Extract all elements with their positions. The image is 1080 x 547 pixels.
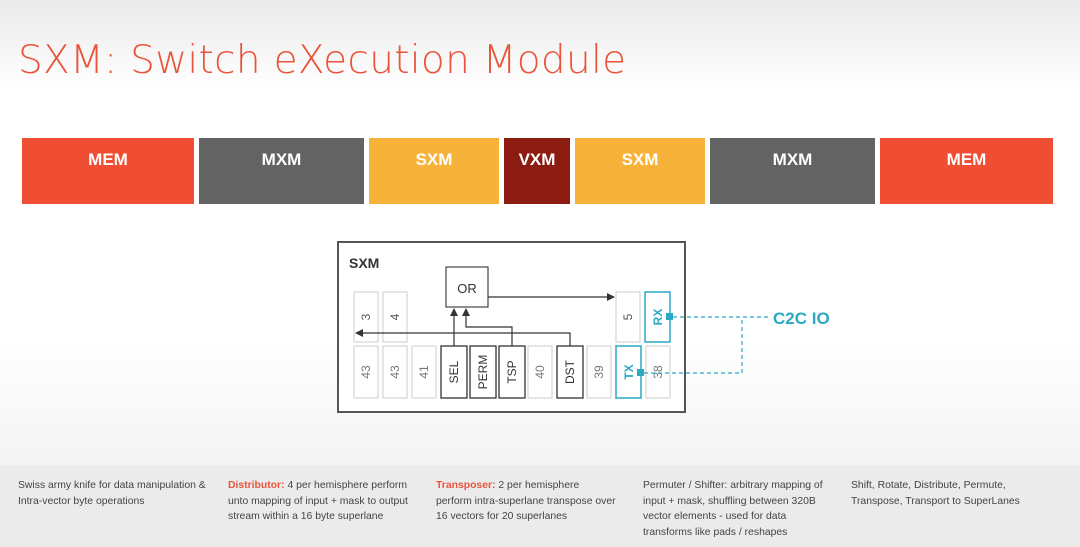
- pipeline-unit-label: SXM: [621, 150, 659, 169]
- register-cell-label: 3: [359, 313, 373, 320]
- register-cell: [382, 345, 408, 399]
- pipeline-unit-label: VXM: [518, 150, 556, 169]
- tsp-unit-label: TSP: [505, 360, 519, 383]
- footer-description-sxm: Swiss army knife for data manipulation &…: [18, 480, 206, 507]
- tsp-to-or-arrow: [462, 308, 513, 346]
- tx-cell: [615, 345, 642, 399]
- footer-description-permuter: Permuter / Shifter: arbitrary mapping of…: [643, 480, 823, 538]
- perm-unit-label: PERM: [476, 355, 490, 390]
- register-cell: [527, 345, 553, 399]
- register-cell: [353, 345, 379, 399]
- register-cell: [615, 291, 641, 343]
- register-cell: [411, 345, 437, 399]
- footer-panel: [0, 465, 1080, 547]
- pipeline-unit-sxm-right: SXM: [575, 138, 705, 204]
- tx-cell-label: TX: [622, 364, 636, 379]
- pipeline-unit-mem-left: MEM: [22, 138, 194, 204]
- dst-unit: [556, 345, 584, 399]
- sxm-block-title: SXM: [349, 255, 379, 271]
- register-cell-label: 40: [533, 365, 547, 379]
- sel-unit-label: SEL: [447, 360, 461, 383]
- tsp-unit: [498, 345, 526, 399]
- footer-term: Distributor:: [228, 480, 285, 491]
- perm-unit: [469, 345, 497, 399]
- register-cell: [382, 291, 408, 343]
- register-cell-label: 41: [417, 365, 431, 379]
- or-gate-label: OR: [457, 281, 477, 296]
- register-cell: [645, 345, 671, 399]
- rx-cell-label: RX: [651, 309, 665, 326]
- dst-output-arrow: [355, 329, 571, 346]
- pipeline-unit-label: SXM: [415, 150, 453, 169]
- tx-c2c-connector: [644, 317, 743, 374]
- register-cell-label: 5: [621, 313, 635, 320]
- pipeline-unit-label: MXM: [772, 150, 813, 169]
- rx-cell: [644, 291, 671, 343]
- pipeline-unit-label: MEM: [88, 150, 128, 169]
- register-cell-label: 4: [388, 313, 402, 320]
- footer-term: Transposer:: [436, 480, 496, 491]
- footer-term-text: 4 per hemisphere perform unto mapping of…: [228, 480, 408, 522]
- dst-unit-label: DST: [563, 359, 577, 384]
- pipeline-unit-label: MXM: [261, 150, 302, 169]
- pipeline-unit-sxm-left: SXM: [369, 138, 499, 204]
- footer-term-text: 2 per hemisphere perform intra-superlane…: [436, 480, 616, 522]
- pipeline-unit-vxm: VXM: [504, 138, 570, 204]
- or-gate: [445, 266, 489, 308]
- pipeline-unit-mem-right: MEM: [880, 138, 1053, 204]
- tx-port: [637, 369, 644, 376]
- register-cell-label: 39: [592, 365, 606, 379]
- rx-port: [666, 313, 673, 320]
- register-cell: [586, 345, 612, 399]
- register-cell-label: 43: [388, 365, 402, 379]
- pipeline-unit-mxm-left: MXM: [199, 138, 364, 204]
- c2c-io-label: C2C IO: [773, 309, 830, 328]
- footer-description-transposer: Transposer: 2 per hemisphere perform int…: [436, 478, 616, 525]
- pipeline-unit-label: MEM: [946, 150, 987, 169]
- pipeline-unit-mxm-right: MXM: [710, 138, 875, 204]
- slide-title: SXM: Switch eXecution Module: [18, 38, 627, 83]
- footer-description-distributor: Distributor: 4 per hemisphere perform un…: [228, 478, 423, 525]
- register-cell-label: 38: [651, 365, 665, 379]
- footer-description-operations: Shift, Rotate, Distribute, Permute, Tran…: [851, 480, 1020, 507]
- register-cell-label: 43: [359, 365, 373, 379]
